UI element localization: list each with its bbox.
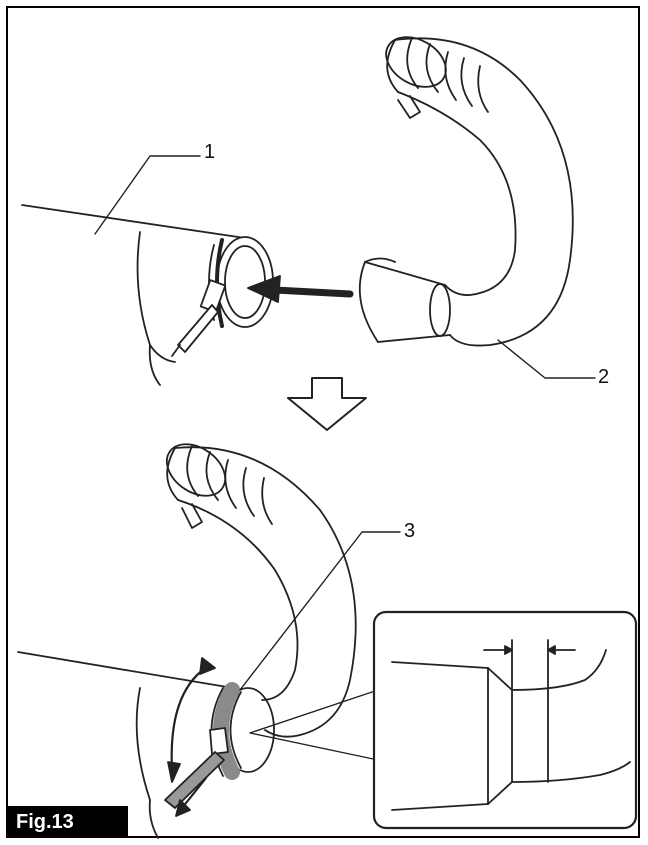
hose-2-top (358, 36, 574, 347)
pipe-1-top (21, 204, 274, 386)
clamp-3-bottom (164, 657, 242, 817)
callout-3: 3 (404, 520, 416, 542)
hose-2-bottom (166, 443, 357, 738)
leader-1 (94, 155, 201, 235)
leader-3 (239, 531, 401, 691)
leader-2 (497, 339, 596, 379)
figure-label: Fig.13 (8, 806, 128, 838)
insert-arrow (247, 275, 354, 303)
callout-1: 1 (204, 141, 216, 163)
step-arrow (287, 377, 367, 431)
callout-2: 2 (598, 366, 610, 388)
detail-inset (372, 610, 638, 830)
zoom-wedge (249, 689, 379, 761)
